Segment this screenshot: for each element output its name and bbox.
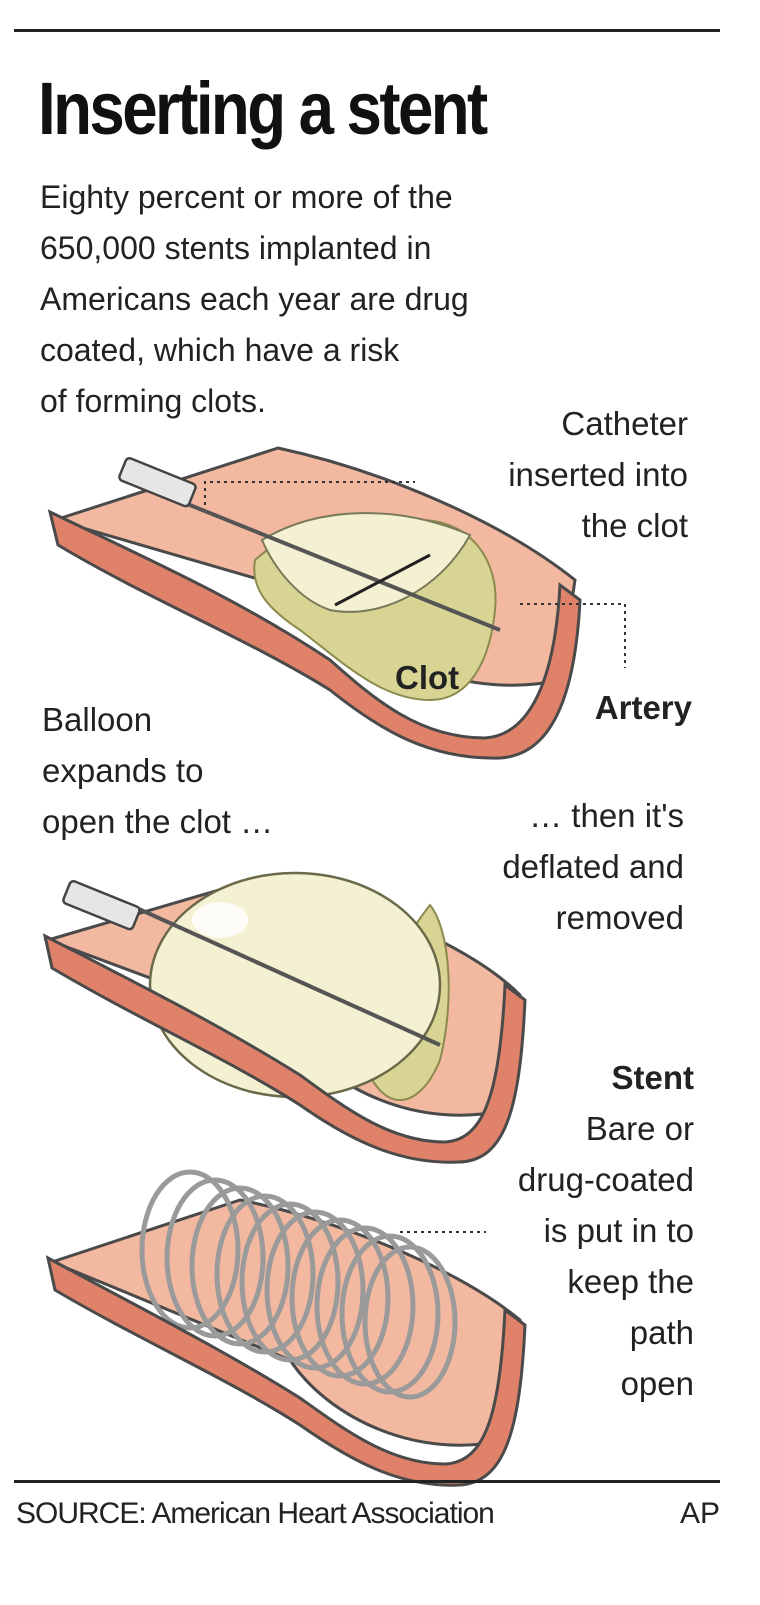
clot-label: Clot xyxy=(395,659,460,696)
deflate-label: … then it's deflated and removed xyxy=(502,797,684,936)
balloon-label: Balloon expands to open the clot … xyxy=(42,701,274,840)
stent-coil xyxy=(139,1169,458,1400)
intro-line: Americans each year are drug xyxy=(40,281,469,317)
catheter-handle-2 xyxy=(62,879,141,931)
intro-line: 650,000 stents implanted in xyxy=(40,230,432,266)
intro-line: Eighty percent or more of the xyxy=(40,179,453,215)
bottom-rule xyxy=(14,1480,720,1483)
intro-line: coated, which have a risk xyxy=(40,332,400,368)
artery-section-3 xyxy=(45,1169,527,1487)
artery-section-2 xyxy=(42,871,527,1164)
catheter-label: Catheter inserted into the clot xyxy=(508,405,688,544)
page-title: Inserting a stent xyxy=(38,67,488,150)
intro-line: of forming clots. xyxy=(40,383,266,419)
intro-text: Eighty percent or more of the 650,000 st… xyxy=(40,172,680,427)
stent-title: Stent xyxy=(611,1059,695,1096)
agency-credit: AP xyxy=(679,1497,720,1530)
source-credit: SOURCE: American Heart Association xyxy=(16,1497,495,1530)
artery-section-1 xyxy=(47,446,582,760)
artery-label: Artery xyxy=(594,689,692,726)
stent-label: Stent Bare or drug-coated is put in to k… xyxy=(518,1052,694,1409)
balloon-shape xyxy=(148,871,442,1099)
top-rule xyxy=(14,29,720,32)
catheter-handle xyxy=(118,456,197,508)
